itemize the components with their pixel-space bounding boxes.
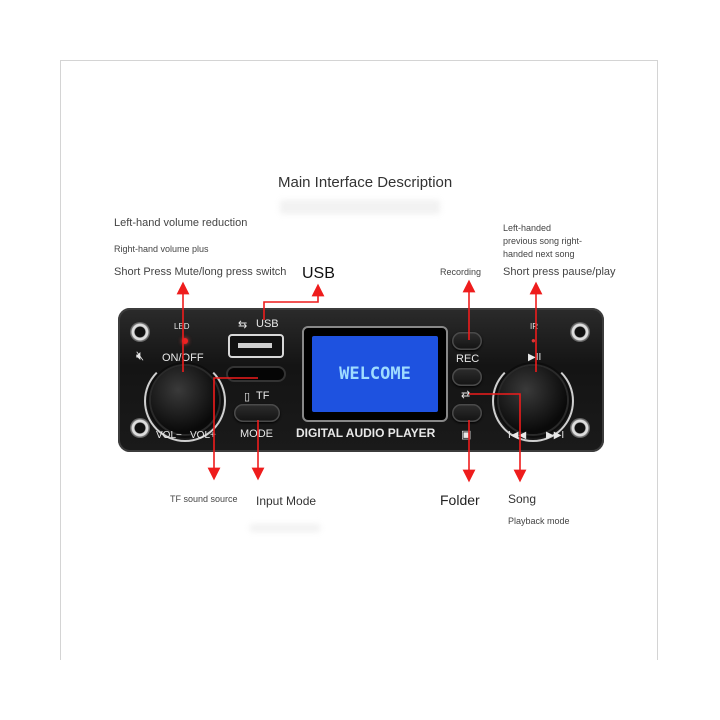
repeat-button[interactable] — [452, 368, 482, 386]
background-smudge — [280, 200, 440, 214]
label-recording: Recording — [440, 267, 482, 277]
label-volume-left: Left-hand volume reduction — [114, 217, 248, 229]
led-label: LED — [174, 322, 190, 331]
arrow-song — [469, 393, 527, 483]
image-frame — [60, 60, 658, 660]
screw-icon — [570, 322, 590, 342]
folder-icon: ▣ — [461, 429, 472, 441]
tf-label: TF — [256, 390, 270, 402]
mode-label: MODE — [240, 428, 273, 440]
vol-plus-label: VOL+ — [190, 430, 216, 441]
next-label: ▶▶I — [546, 430, 565, 441]
audio-player-panel: LED 🔇︎ ON/OFF VOL− VOL+ ⇆ USB ▯ TF MODE … — [118, 308, 604, 452]
mode-button[interactable] — [234, 404, 280, 422]
screw-icon — [570, 418, 590, 438]
rec-label: REC — [456, 353, 480, 365]
ir-label: IR — [530, 322, 538, 331]
volume-knob[interactable] — [151, 366, 219, 434]
label-folder: Folder — [440, 492, 480, 508]
knob-arc-left — [144, 360, 226, 442]
lcd-screen: WELCOME — [312, 336, 438, 412]
product-name: DIGITAL AUDIO PLAYER — [296, 426, 436, 440]
tf-card-slot[interactable] — [228, 368, 284, 380]
label-tf-source: TF sound source — [170, 494, 238, 504]
page-title: Main Interface Description — [278, 174, 453, 191]
prev-label: I◀◀ — [508, 430, 527, 441]
label-usb: USB — [302, 265, 335, 282]
knob-arc-right — [492, 360, 574, 442]
tf-card-icon: ▯ — [244, 391, 251, 403]
display-bezel: WELCOME — [302, 326, 448, 422]
screw-icon — [130, 322, 150, 342]
vol-minus-label: VOL− — [156, 430, 182, 441]
label-input-mode: Input Mode — [256, 494, 317, 508]
background-smudge — [250, 524, 320, 532]
label-song-line3: handed next song — [503, 249, 575, 259]
led-indicator — [182, 338, 188, 344]
label-song-line2: previous song right- — [503, 236, 583, 246]
usb-port-label: USB — [256, 318, 279, 330]
song-knob[interactable] — [499, 366, 567, 434]
play-pause-label: ▶II — [528, 352, 542, 363]
repeat-icon: ⇄ — [461, 389, 471, 401]
label-pause-play: Short press pause/play — [503, 266, 616, 278]
label-song-line1: Left-handed — [503, 223, 552, 233]
rec-button[interactable] — [452, 332, 482, 350]
usb-icon: ⇆ — [238, 319, 248, 331]
arrow-usb — [263, 283, 325, 320]
arrow-tf-source — [207, 377, 258, 481]
mute-icon: 🔇︎ — [136, 348, 145, 363]
label-song: Song — [508, 492, 537, 506]
usb-port[interactable] — [228, 334, 284, 358]
folder-button[interactable] — [452, 404, 482, 422]
ir-sensor-icon: ● — [531, 336, 536, 345]
label-playback-mode: Playback mode — [508, 516, 570, 526]
label-volume-right: Right-hand volume plus — [114, 244, 209, 254]
screw-icon — [130, 418, 150, 438]
label-mute-switch: Short Press Mute/long press switch — [114, 266, 287, 278]
